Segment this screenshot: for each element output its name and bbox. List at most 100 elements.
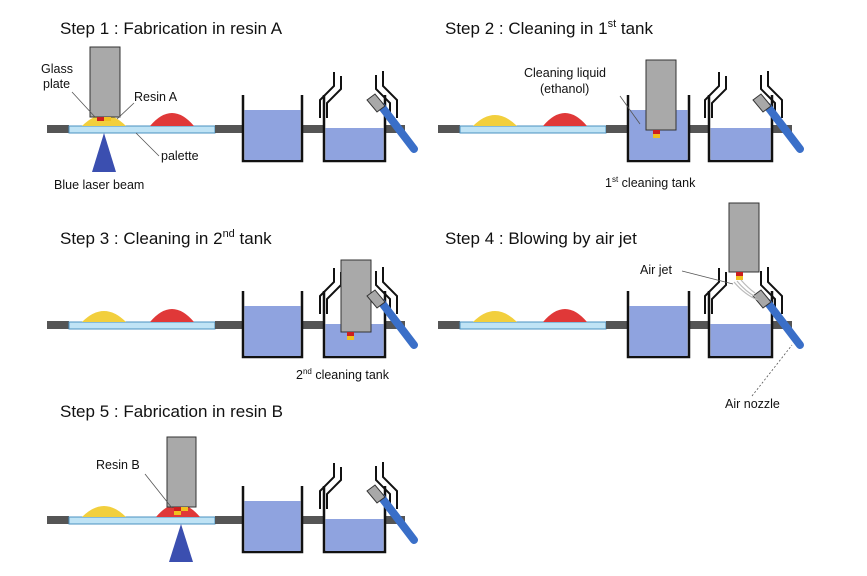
air-jet-leader	[681, 270, 734, 285]
air-nozzle-leader	[751, 344, 793, 397]
sample	[104, 117, 111, 121]
resin-b-drop	[543, 113, 587, 126]
tank-2	[322, 486, 387, 554]
glass-plate-leader	[71, 91, 96, 118]
laser-beam	[92, 133, 116, 172]
air-nozzle	[764, 299, 804, 349]
sample	[181, 507, 188, 511]
tank-1	[241, 486, 304, 554]
sample	[347, 336, 354, 340]
tank-2-liquid	[325, 519, 384, 551]
sample	[97, 117, 104, 121]
fabrication-head	[728, 202, 760, 273]
tank-1-liquid	[244, 110, 301, 160]
cleaning-liquid-leader	[619, 95, 641, 125]
palette	[68, 321, 216, 330]
sample	[736, 276, 743, 280]
air-nozzle-tip	[366, 289, 386, 309]
tank-1	[626, 95, 691, 163]
resin-b-drop	[150, 113, 194, 126]
air-jet-streams	[733, 279, 759, 301]
holder-arm	[319, 72, 342, 118]
tank-2-liquid	[325, 128, 384, 160]
sample	[174, 511, 181, 515]
rod-mid	[215, 321, 243, 329]
sample	[347, 332, 354, 336]
tank-1-liquid	[244, 306, 301, 356]
rod-left	[47, 321, 69, 329]
palette	[459, 321, 607, 330]
rod-mid	[606, 321, 628, 329]
blue-laser-beam-label: Blue laser beam	[54, 178, 144, 192]
resin-b-drop	[150, 309, 194, 322]
holder-arm	[375, 71, 398, 118]
fabrication-head	[340, 259, 372, 333]
air-nozzle	[378, 103, 418, 153]
rod-mid	[215, 125, 243, 133]
resin-a-drop	[82, 506, 126, 517]
step-2-title: Step 2 : Cleaning in 1st tank	[445, 18, 653, 38]
palette	[68, 125, 216, 134]
resin-a-label: Resin A	[134, 90, 178, 104]
holder-arm	[704, 268, 727, 314]
air-nozzle	[378, 299, 418, 349]
tank-2	[707, 95, 774, 163]
step-2-apparatus	[438, 59, 804, 163]
rod-left	[438, 125, 460, 133]
palette	[459, 125, 607, 134]
air-nozzle	[378, 494, 418, 544]
fabrication-head	[89, 46, 121, 118]
rod-mid-2	[302, 321, 324, 329]
rod-mid-2	[689, 321, 709, 329]
step-5-apparatus	[47, 436, 418, 562]
air-nozzle-tip	[752, 93, 772, 113]
tank-2-liquid	[710, 128, 771, 160]
palette	[68, 516, 216, 525]
glass-plate-label: Glass	[41, 62, 73, 76]
tank-1	[626, 291, 691, 359]
air-nozzle-tip	[366, 93, 386, 113]
tank-1-liquid	[244, 501, 301, 551]
sample	[653, 134, 660, 138]
sample	[736, 272, 743, 276]
resin-b-drop	[543, 309, 587, 322]
air-nozzle	[764, 103, 804, 153]
step-4-apparatus	[438, 202, 804, 359]
tank-2	[322, 95, 387, 163]
resin-a-drop	[82, 311, 126, 322]
air-nozzle-tip	[752, 289, 772, 309]
tank-1	[241, 291, 304, 359]
step-1-apparatus	[47, 46, 418, 172]
step-1-title: Step 1 : Fabrication in resin A	[60, 19, 283, 38]
sample	[174, 507, 181, 511]
palette-leader	[135, 132, 160, 157]
rod-mid-2	[302, 516, 324, 524]
step-3-apparatus	[47, 259, 418, 359]
rod-mid	[606, 125, 628, 133]
holder-arm	[375, 462, 398, 509]
resin-a-leader	[116, 102, 135, 120]
palette-label: palette	[161, 149, 199, 163]
cleaning-liquid-label-line2: (ethanol)	[540, 82, 589, 96]
fabrication-head	[645, 59, 677, 131]
tank-1-liquid	[629, 306, 688, 356]
sample	[653, 130, 660, 134]
rod-left	[47, 125, 69, 133]
glass-plate-label-line2: plate	[43, 77, 70, 91]
cleaning-liquid-label: Cleaning liquid	[524, 66, 606, 80]
rod-mid	[215, 516, 243, 524]
rod-left	[438, 321, 460, 329]
tank-2-liquid	[710, 324, 771, 356]
rod-mid-2	[689, 125, 709, 133]
holder-arm	[704, 72, 727, 118]
step-4-title: Step 4 : Blowing by air jet	[445, 229, 637, 248]
air-jet-label: Air jet	[640, 263, 672, 277]
air-nozzle-label: Air nozzle	[725, 397, 780, 411]
resin-a-drop	[473, 115, 517, 126]
second-cleaning-tank-label: 2nd cleaning tank	[296, 367, 390, 382]
holder-arm	[375, 267, 398, 314]
step-3-title: Step 3 : Cleaning in 2nd tank	[60, 228, 272, 248]
tank-2	[322, 291, 387, 359]
fabrication-head	[166, 436, 197, 508]
